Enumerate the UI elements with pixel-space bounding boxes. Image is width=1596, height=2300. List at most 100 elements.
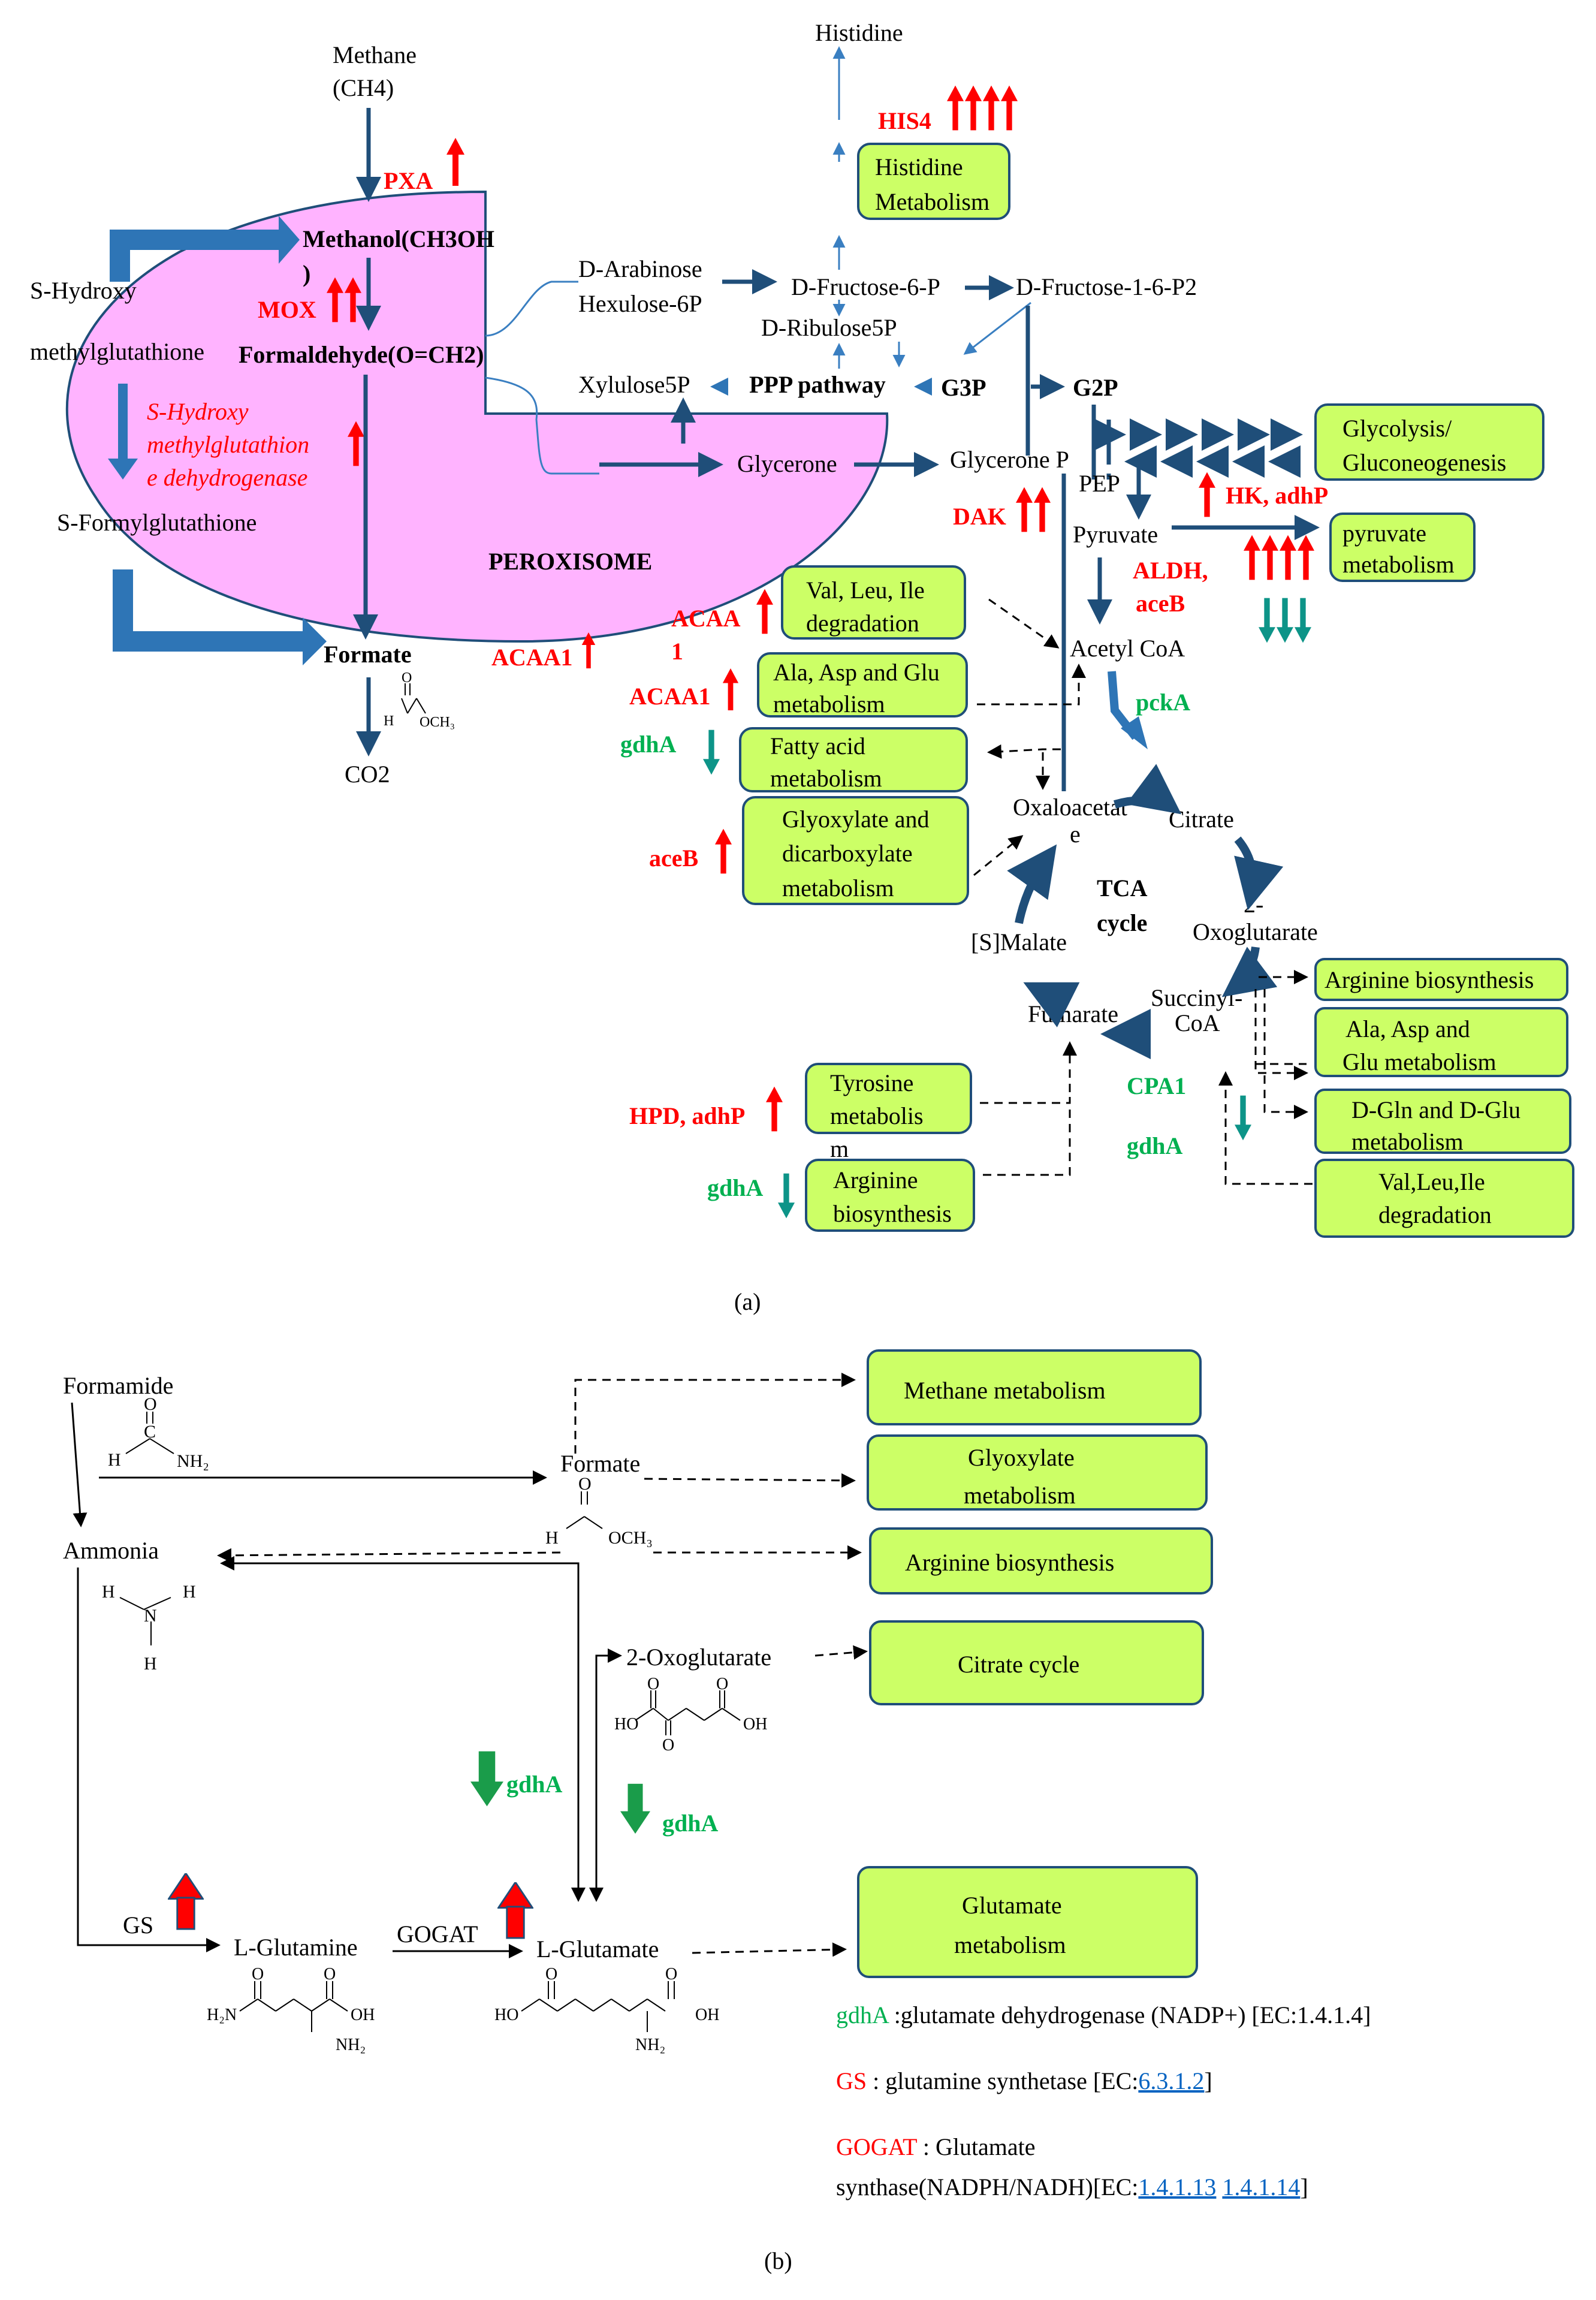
legend-gogat-ec1-link[interactable]: 1.4.1.13 bbox=[1138, 2174, 1216, 2200]
up-arrow-aceb bbox=[715, 828, 732, 874]
methane-formula: (CH4) bbox=[333, 74, 394, 101]
formamide-struct-o: O bbox=[144, 1394, 157, 1414]
formamide-struct-nh2: NH₂ bbox=[177, 1451, 209, 1471]
box-citrate-text: Citrate cycle bbox=[958, 1651, 1079, 1678]
down-arrow-gdha-b-left bbox=[470, 1751, 503, 1807]
citrate-label: Citrate bbox=[1169, 806, 1234, 833]
oxoglutarate-label-2: Oxoglutarate bbox=[1193, 918, 1318, 945]
up-arrow-his4-2 bbox=[965, 85, 982, 131]
big-arrow-to-methanol bbox=[110, 230, 282, 282]
gene-gogat: GOGAT bbox=[397, 1921, 478, 1948]
box-tyrosine bbox=[805, 1063, 972, 1134]
l-glutamate-label: L-Glutamate bbox=[536, 1936, 659, 1963]
peroxisome-label: PEROXISOME bbox=[488, 548, 652, 575]
formate-struct-o: O bbox=[402, 670, 412, 686]
box-tyrosine-1: Tyrosine bbox=[830, 1069, 913, 1096]
legend-gogat-ec2-link[interactable]: 1.4.1.14 bbox=[1222, 2174, 1300, 2200]
formaldehyde-label: Formaldehyde(O=CH2) bbox=[239, 341, 484, 368]
up-arrow-aldh-2 bbox=[1262, 535, 1278, 580]
arrow-formamide-ammonia bbox=[71, 1402, 88, 1527]
dash-tyrosine-fumarate bbox=[980, 1041, 1077, 1104]
up-arrow-aldh-4 bbox=[1298, 535, 1314, 580]
legend-gogat-desc: : Glutamate bbox=[917, 2133, 1036, 2160]
gene-acaa-1: 1 bbox=[671, 638, 683, 665]
box-tyrosine-3: m bbox=[830, 1135, 849, 1162]
box-ala-asp bbox=[757, 652, 968, 718]
glutamate-struct-ho: HO bbox=[494, 2006, 518, 2024]
succinyl-label-2: CoA bbox=[1175, 1009, 1220, 1036]
glutamate-struct-o2: O bbox=[665, 1965, 677, 1984]
big-arrow-to-formate bbox=[113, 569, 306, 652]
glutamate-struct-o1: O bbox=[545, 1965, 557, 1984]
oxoglutarate-b-label: 2-Oxoglutarate bbox=[626, 1644, 771, 1671]
formamide-struct-h: H bbox=[108, 1450, 121, 1470]
box-arginine-bio-r-text: Arginine biosynthesis bbox=[1325, 966, 1534, 993]
box-glyoxylate bbox=[742, 796, 969, 905]
formate-structure-a bbox=[401, 683, 426, 714]
box-glutamate-2: metabolism bbox=[954, 1931, 1066, 1958]
tca-label-2: cycle bbox=[1097, 909, 1147, 936]
box-arginine-b-text: Arginine biosynthesis bbox=[905, 1549, 1114, 1576]
box-arginine-bio-r bbox=[1314, 958, 1568, 1001]
gene-gdha-2: gdhA bbox=[1127, 1132, 1182, 1159]
d-fructose-6p-label: D-Fructose-6-P bbox=[791, 273, 940, 300]
gene-gdha-b-right: gdhA bbox=[662, 1810, 718, 1837]
box-methane-metabolism bbox=[867, 1349, 1202, 1425]
legend-gogat: GOGAT : Glutamate bbox=[836, 2133, 1036, 2160]
glutamine-struct-nh2: NH₂ bbox=[336, 2036, 366, 2054]
gene-gdha-3: gdhA bbox=[707, 1174, 763, 1201]
methylglutathione-label: methylglutathione bbox=[30, 338, 204, 365]
box-d-gln bbox=[1314, 1089, 1571, 1154]
ammonia-struct-n: N bbox=[144, 1606, 157, 1626]
gene-gdha-1: gdhA bbox=[620, 731, 676, 758]
dash-arginine-fumarate bbox=[983, 1097, 1071, 1176]
legend-gogat-close: ] bbox=[1300, 2174, 1308, 2200]
s-hydroxy-enzyme-2: methylglutathion bbox=[147, 431, 309, 458]
legend-gogat-line2-text: synthase(NADPH/NADH)[EC: bbox=[836, 2174, 1138, 2200]
legend-gogat-key: GOGAT bbox=[836, 2133, 917, 2160]
legend-gs-close: ] bbox=[1204, 2067, 1212, 2094]
g2p-label: G2P bbox=[1073, 374, 1118, 401]
legend-gs-ec-link[interactable]: 6.3.1.2 bbox=[1138, 2067, 1204, 2094]
oxaloacetate-label-2: e bbox=[1070, 821, 1081, 848]
co2-label: CO2 bbox=[345, 761, 390, 788]
ammonia-struct-h2: H bbox=[183, 1582, 196, 1602]
malate-label: [S]Malate bbox=[971, 929, 1067, 955]
tca-label-1: TCA bbox=[1097, 875, 1148, 902]
panel-a: PEROXISOME Methane (CH4) PXA Methanol(CH… bbox=[30, 19, 1574, 1315]
down-arrow-cpa1 bbox=[1235, 1095, 1251, 1141]
box-ala-asp-r-1: Ala, Asp and bbox=[1345, 1015, 1470, 1042]
dash-glutamate-metabolism bbox=[692, 1942, 847, 1957]
g3p-label: G3P bbox=[941, 374, 986, 401]
box-glycolysis-2: Gluconeogenesis bbox=[1342, 449, 1506, 476]
dash-oxoglutarate-citrate bbox=[814, 1645, 868, 1660]
up-arrow-his4-1 bbox=[947, 85, 964, 131]
glutamate-structure bbox=[521, 1981, 675, 2032]
box-citrate bbox=[869, 1620, 1204, 1705]
formamide-label: Formamide bbox=[63, 1372, 173, 1399]
box-histidine-metabolism-1: Histidine bbox=[875, 153, 963, 180]
glutamine-structure bbox=[239, 1981, 348, 2032]
ppp-arrowhead bbox=[914, 378, 932, 396]
down-arrow-gdha-1 bbox=[703, 730, 720, 775]
legend-gdha-key: gdhA bbox=[836, 2001, 889, 2028]
ppp-label: PPP pathway bbox=[749, 371, 886, 398]
pep-label: PEP bbox=[1079, 470, 1120, 497]
bracket-formaldehyde bbox=[485, 281, 599, 475]
xylulose-arrowhead bbox=[710, 378, 728, 396]
panel-a-caption: (a) bbox=[734, 1288, 761, 1315]
formamide-struct-c: C bbox=[144, 1422, 156, 1442]
up-arrow-his4-3 bbox=[983, 85, 1000, 131]
box-ala-asp-1: Ala, Asp and Glu bbox=[773, 659, 940, 686]
ammonia-struct-h3: H bbox=[144, 1654, 157, 1674]
arrow-s-hydroxy-down-head bbox=[108, 459, 138, 480]
box-glyoxylate-3: metabolism bbox=[782, 875, 894, 902]
peroxisome-shape bbox=[65, 190, 889, 643]
down-arrow-pyruvate-1 bbox=[1259, 598, 1275, 643]
s-hydroxy-enzyme-3: e dehydrogenase bbox=[147, 464, 307, 491]
gene-aldh-aceb: aceB bbox=[1136, 590, 1185, 617]
gene-mox: MOX bbox=[258, 296, 316, 323]
up-arrow-pxa bbox=[446, 138, 464, 186]
formate-label: Formate bbox=[324, 641, 412, 668]
